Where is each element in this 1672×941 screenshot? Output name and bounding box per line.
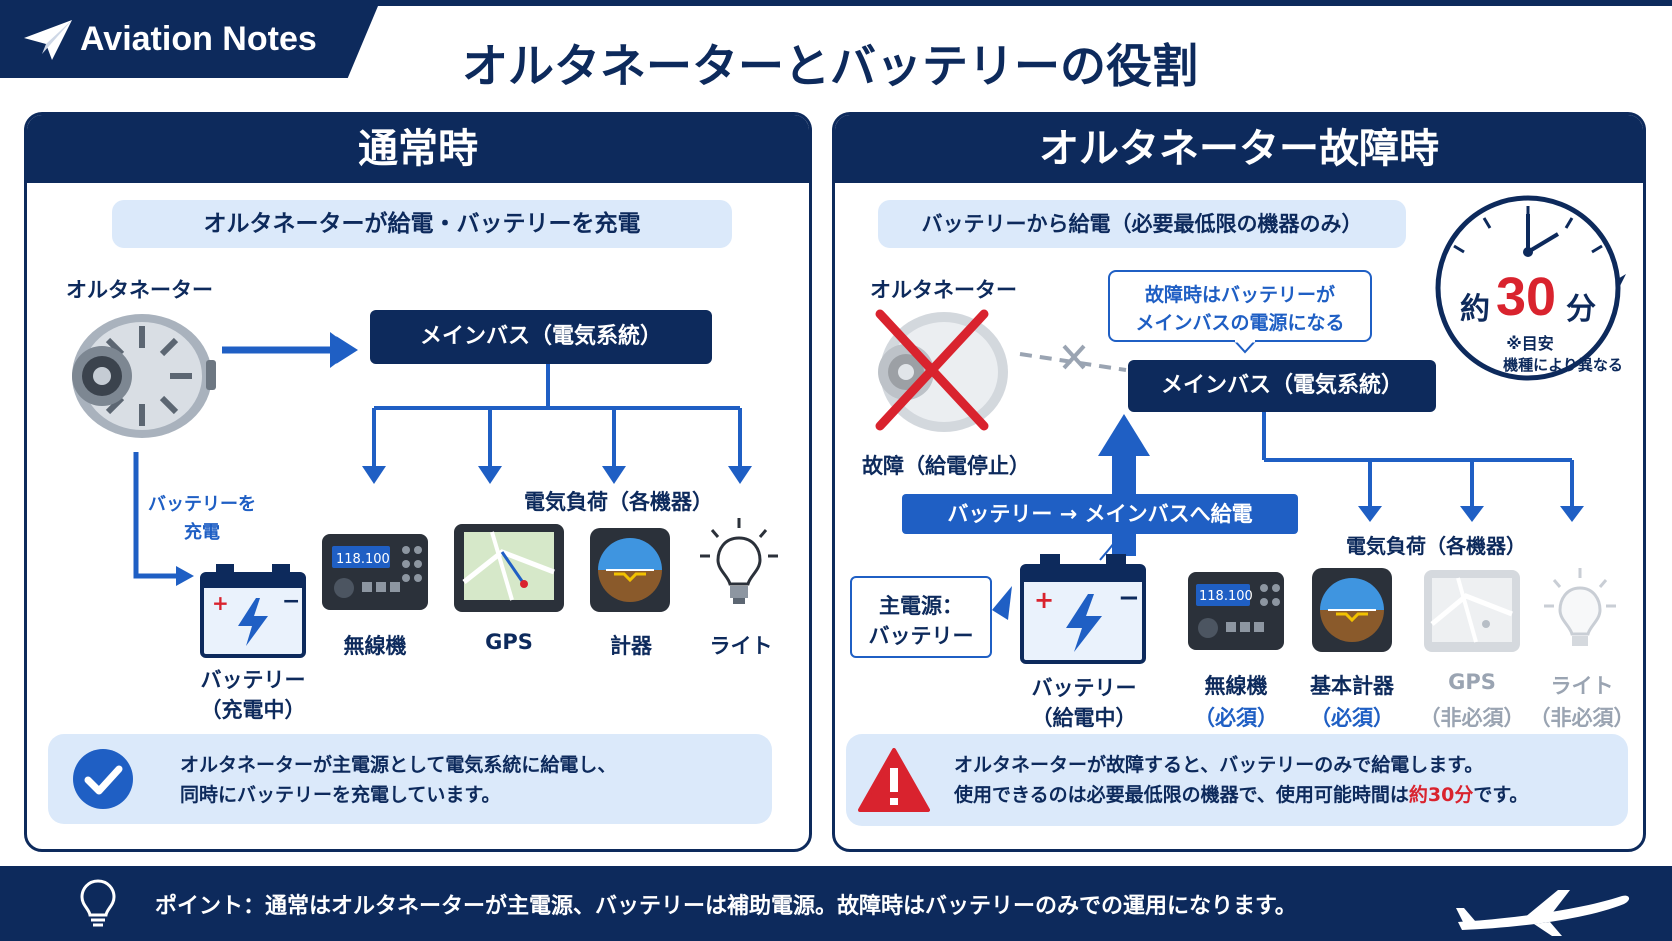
lightbulb-tip-icon: [80, 879, 116, 927]
battery-status-failure: （給電中）: [1031, 706, 1137, 730]
gps-icon: [454, 524, 564, 612]
failure-note-line-2-a: 使用できるのは必要最低限の機器で、使用可能時間は: [954, 784, 1409, 806]
main-source-line-2: バッテリー: [868, 624, 974, 648]
clock-note-1: ※目安: [1506, 334, 1554, 353]
clock-note-2: 機種により異なる: [1503, 356, 1623, 374]
attitude-indicator-essential-icon: [1312, 568, 1392, 652]
callout-pointer: [1234, 340, 1256, 354]
failure-note-duration: 約30分: [1408, 784, 1474, 806]
fault-label: 故障（給電停止）: [862, 454, 1030, 478]
airplane-icon: [1456, 890, 1630, 936]
brand-name: Aviation Notes: [80, 20, 317, 58]
clock-prefix: 約: [1460, 292, 1490, 327]
paper-plane-icon: [24, 20, 72, 60]
battery-feed-banner: バッテリー → メインバスへ給電: [902, 494, 1298, 534]
clock-minutes-value: 30: [1496, 267, 1557, 327]
device-instruments-essential: 基本計器: [1310, 674, 1394, 698]
failure-heading: オルタネーター故障時: [835, 115, 1643, 183]
charge-label-2: 充電: [184, 522, 220, 543]
svg-text:−: −: [282, 589, 300, 614]
device-gps-label: GPS: [485, 630, 533, 654]
gps-disabled-icon: [1424, 570, 1520, 652]
normal-note-line-1: オルタネーターが主電源として電気系統に給電し、: [180, 754, 617, 776]
radio-frequency-failure: 118.100: [1199, 589, 1253, 604]
failure-note-line-2-c: です。: [1473, 784, 1529, 806]
callout-line-2: メインバスの電源になる: [1135, 312, 1345, 334]
footer-bar: [0, 866, 1672, 941]
device-light-nonessential: ライト: [1550, 674, 1614, 698]
light-bulb-disabled-icon: [1544, 568, 1616, 646]
radio-icon: 118.100: [322, 534, 428, 610]
light-bulb-icon: [700, 518, 778, 604]
device-light-label: ライト: [709, 634, 773, 658]
main-source-box: [850, 576, 992, 658]
alternator-icon: [72, 314, 216, 438]
device-radio-status: （必須）: [1194, 706, 1278, 730]
device-instruments-status: （必須）: [1310, 706, 1394, 730]
failed-alternator-icon: [875, 309, 1008, 432]
failure-note-line-1: オルタネーターが故障すると、バッテリーのみで給電します。: [954, 754, 1484, 776]
radio-essential-icon: 118.100: [1188, 572, 1284, 650]
brand-banner: [0, 6, 378, 78]
normal-note-box: [48, 734, 772, 824]
alternator-label: オルタネーター: [66, 278, 213, 302]
callout-line-1: 故障時はバッテリーが: [1144, 284, 1335, 306]
page-title: オルタネーターとバッテリーの役割: [462, 39, 1198, 93]
normal-note-line-2: 同時にバッテリーを充電しています。: [180, 784, 501, 806]
battery-label-failure: バッテリー: [1031, 676, 1137, 700]
main-bus-failure: メインバス（電気系統）: [1128, 360, 1436, 412]
warning-icon: [858, 748, 930, 812]
load-label-failure: 電気負荷（各機器）: [1346, 534, 1526, 558]
device-radio-label: 無線機: [343, 634, 407, 658]
top-bar: [0, 0, 1672, 6]
battery-label-normal: バッテリー: [200, 668, 306, 692]
load-label-normal: 電気負荷（各機器）: [524, 490, 713, 514]
battery-status-normal: （充電中）: [200, 698, 306, 722]
normal-subtitle: オルタネーターが給電・バッテリーを充電: [112, 200, 732, 248]
device-gps-status: （非必須）: [1419, 706, 1525, 730]
svg-text:+: +: [1034, 586, 1054, 614]
device-radio-essential: 無線機: [1204, 674, 1268, 698]
main-bus-normal: メインバス（電気系統）: [370, 310, 712, 364]
attitude-indicator-icon: [590, 528, 670, 612]
normal-heading: 通常時: [27, 115, 809, 183]
clock-unit: 分: [1566, 292, 1596, 327]
radio-frequency: 118.100: [336, 552, 390, 567]
device-light-status: （非必須）: [1529, 706, 1635, 730]
failure-note-box: [846, 734, 1628, 826]
failure-subtitle: バッテリーから給電（必要最低限の機器のみ）: [878, 200, 1406, 248]
battery-icon: + −: [200, 564, 306, 658]
check-icon: [73, 749, 133, 809]
main-source-line-1: 主電源：: [879, 594, 963, 618]
device-gps-nonessential: GPS: [1448, 670, 1496, 694]
failure-note-line-2: 使用できるのは必要最低限の機器で、使用可能時間は約30分です。: [954, 780, 1528, 810]
svg-text:+: +: [212, 591, 229, 615]
battery-supplying-icon: + −: [1020, 554, 1146, 664]
device-instruments-label: 計器: [610, 634, 652, 658]
footer-tip: ポイント：通常はオルタネーターが主電源、バッテリーは補助電源。故障時はバッテリー…: [155, 894, 1297, 919]
failure-alternator-label: オルタネーター: [870, 278, 1017, 302]
svg-text:−: −: [1118, 583, 1140, 613]
charge-label-1: バッテリーを: [148, 494, 256, 515]
clock-icon: [1435, 195, 1626, 381]
